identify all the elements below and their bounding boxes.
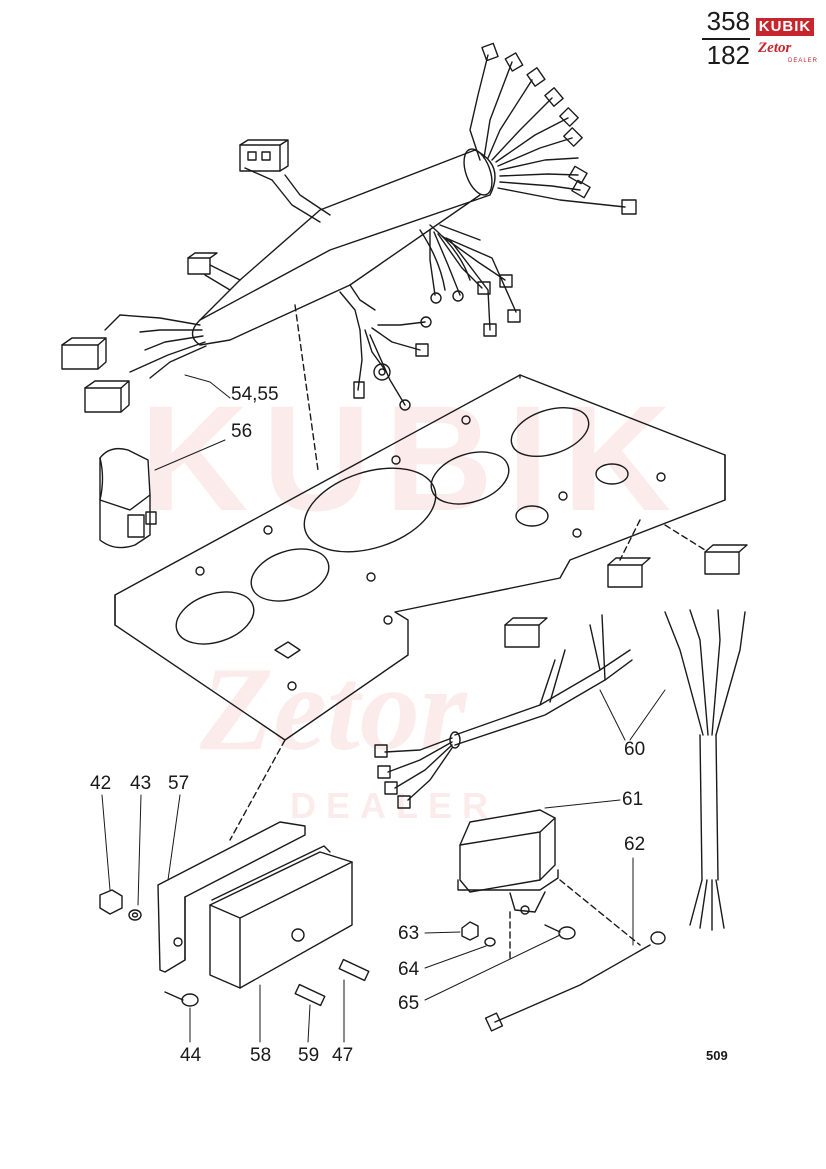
instrument-panel-plate: [114, 304, 726, 841]
logo-kubik-text: KUBIK: [756, 18, 814, 36]
callout-44: 44: [180, 1045, 202, 1066]
callout-47: 47: [332, 1045, 354, 1066]
callout-59: 59: [298, 1045, 320, 1066]
sheet-code: 509: [706, 1048, 728, 1063]
callout-65: 65: [398, 993, 420, 1014]
leader-lines: [101, 374, 666, 1043]
callout-57: 57: [168, 773, 190, 794]
callout-60: 60: [624, 739, 646, 760]
page-number-top: 358: [706, 6, 750, 36]
callout-63: 63: [398, 923, 420, 944]
callout-43: 43: [130, 773, 152, 794]
logo-zetor-text: Zetor: [758, 40, 792, 56]
callout-56: 56: [231, 421, 253, 442]
part-56-switch: [99, 447, 157, 549]
callout-54-55: 54,55: [231, 384, 279, 405]
part-57-58-fuse-box: [99, 821, 370, 1007]
logo-dealer-text: DEALER: [788, 58, 819, 64]
part-60-harness: [374, 519, 748, 931]
callout-61: 61: [622, 789, 644, 810]
page-number-divider: [702, 38, 750, 40]
callout-62: 62: [624, 834, 646, 855]
wiring-harness: [61, 42, 637, 413]
page-number-bottom: 182: [706, 40, 750, 70]
part-61-regulator: [457, 809, 666, 1032]
kubik-zetor-logo: KUBIK Zetor DEALER: [754, 12, 818, 70]
callout-42: 42: [90, 773, 112, 794]
callout-58: 58: [250, 1045, 272, 1066]
callout-64: 64: [398, 959, 420, 980]
